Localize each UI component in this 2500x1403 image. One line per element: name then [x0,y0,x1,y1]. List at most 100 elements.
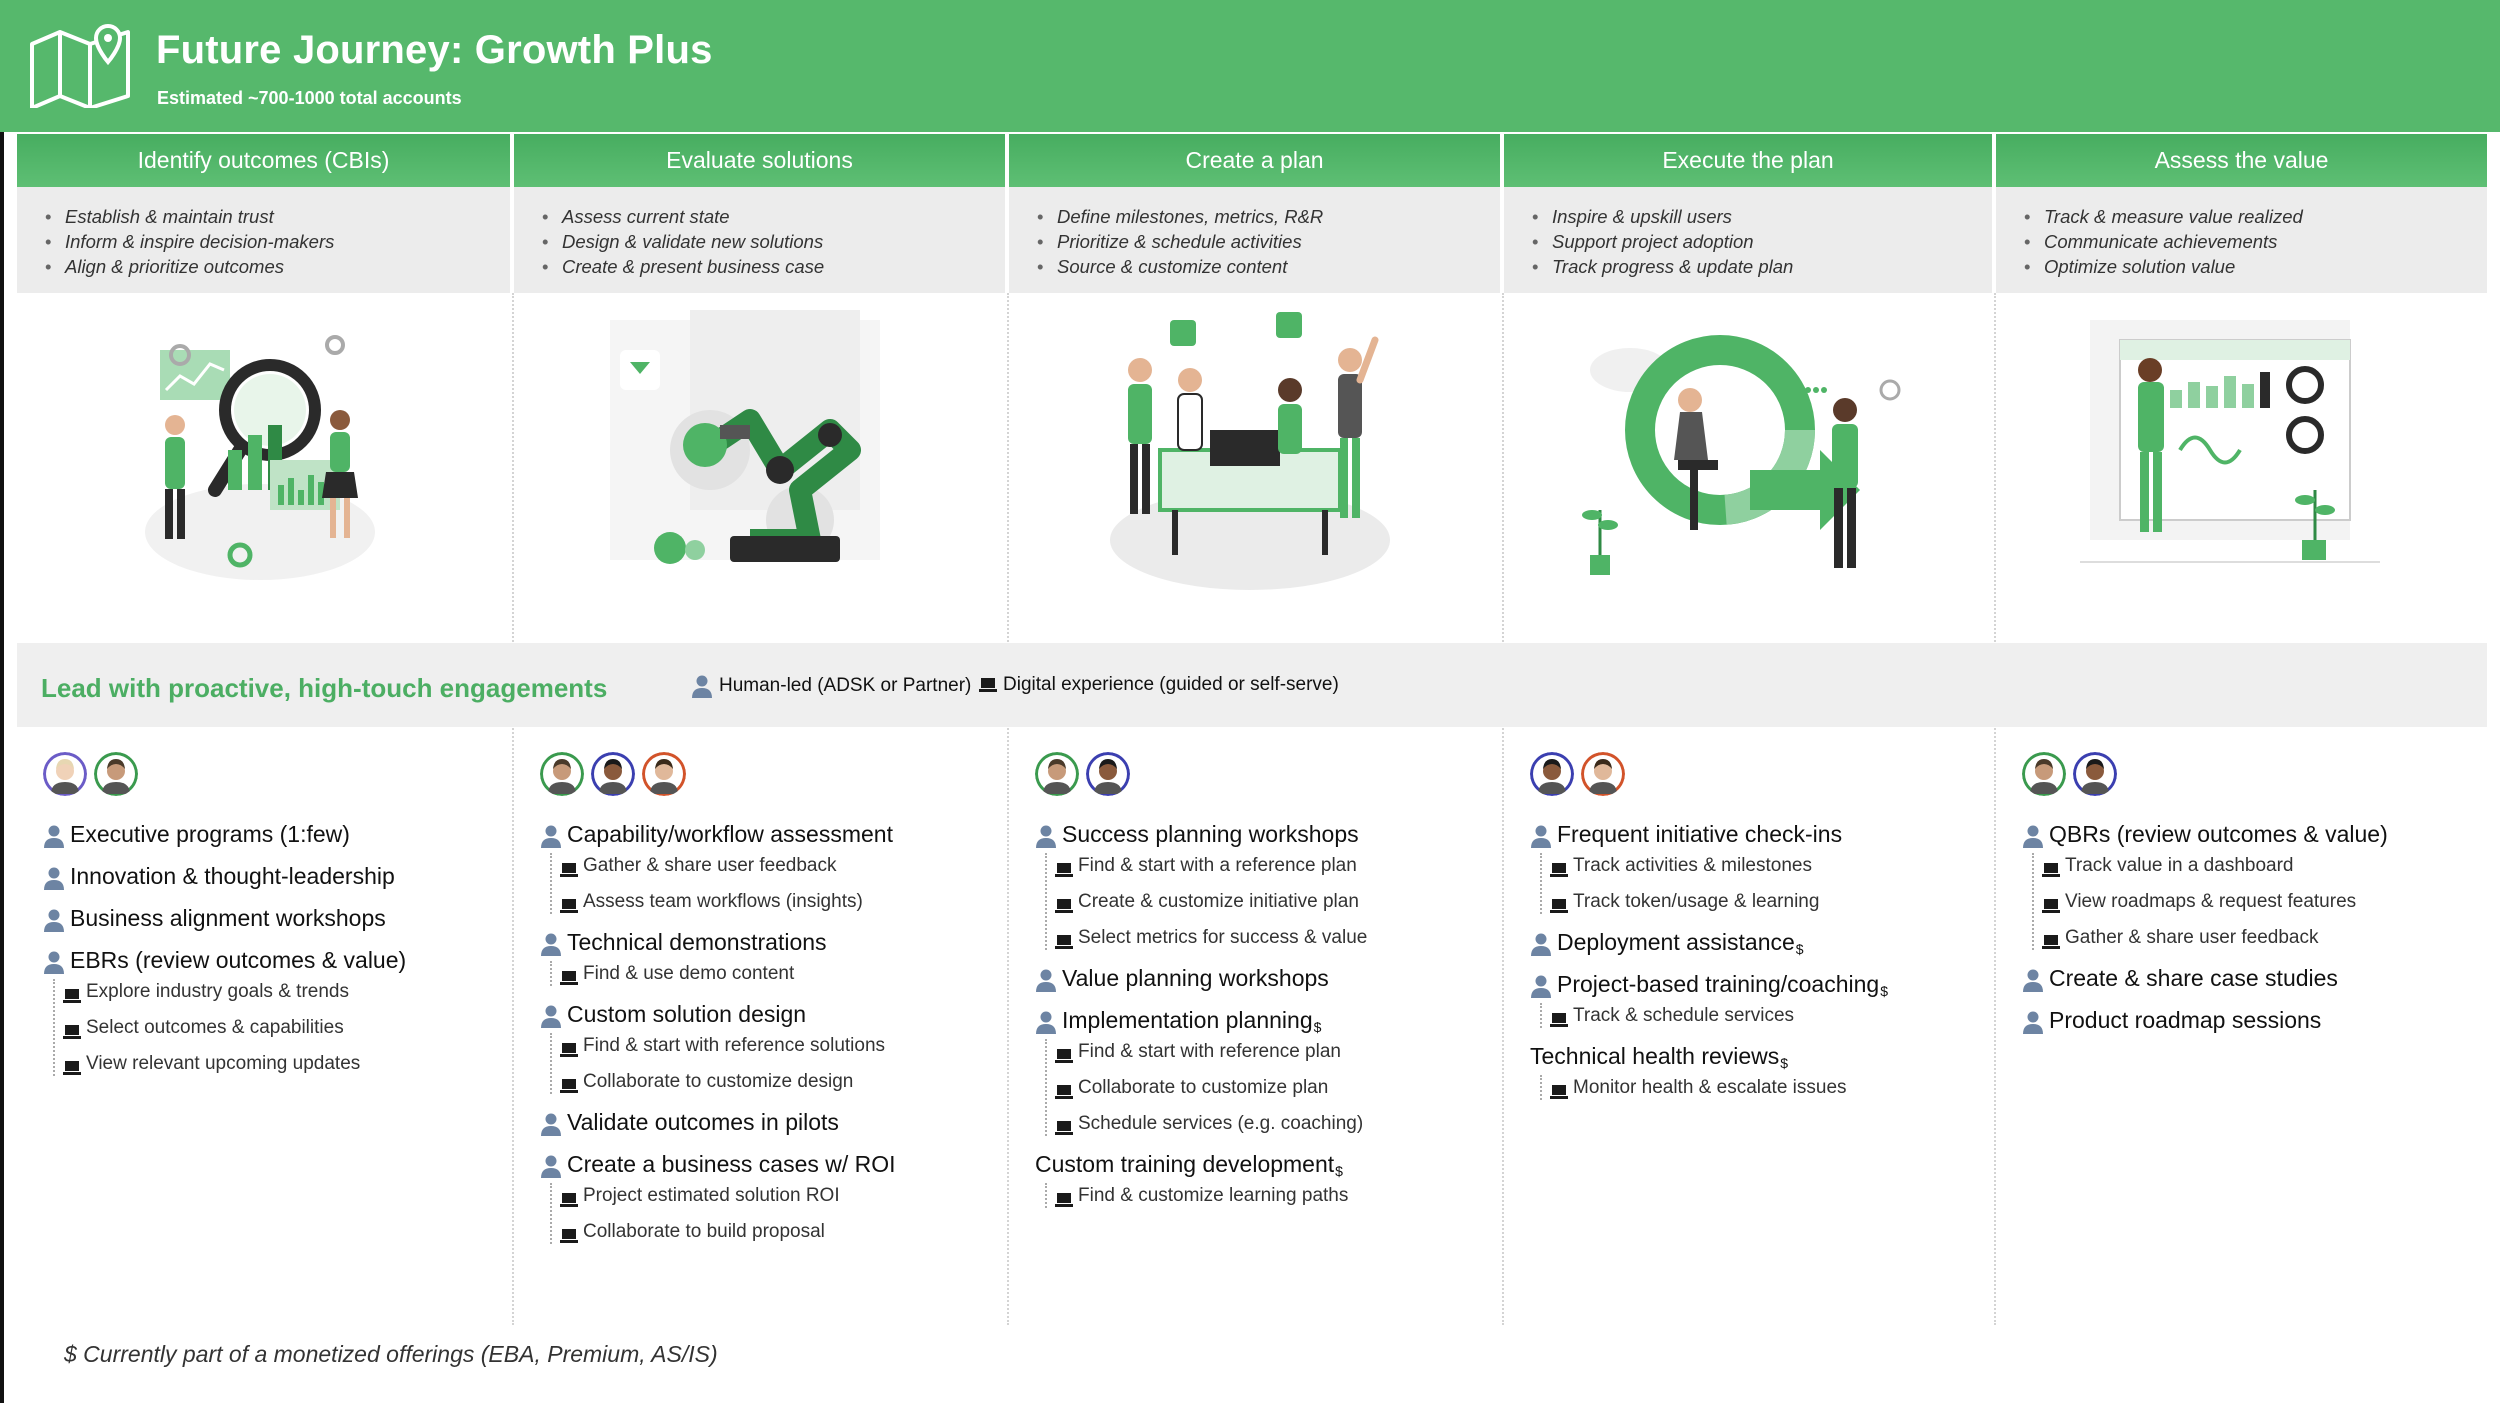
digital-subitem: View relevant upcoming updates [63,1051,507,1076]
digital-subitem: Schedule services (e.g. coaching) [1055,1111,1499,1136]
person-icon [1531,825,1551,848]
laptop-icon [560,863,578,877]
digital-subitem-label: Gather & share user feedback [583,855,837,876]
activity-item: Product roadmap sessions [2022,1006,2486,1034]
activity-label: Executive programs (1:few) [70,821,350,847]
stage-header-assess: Assess the value [1996,134,2487,187]
laptop-icon [560,1079,578,1093]
avatar-group [1530,752,1990,798]
digital-subitem: Project estimated solution ROI [560,1183,1004,1208]
stage-bullets-execute: Inspire & upskill users Support project … [1504,187,1992,293]
person-icon [2023,969,2043,992]
digital-subitem: Select metrics for success & value [1055,925,1499,950]
person-icon [541,1155,561,1178]
legend-human: Human-led (ADSK or Partner) [691,674,971,698]
illustration-analytics [145,335,375,580]
avatar [1086,752,1130,796]
stage-header-evaluate: Evaluate solutions [514,134,1005,187]
laptop-icon [1055,935,1073,949]
activity-item: Implementation planning$Find & start wit… [1035,1006,1499,1136]
activity-item: Create a business cases w/ ROI Project es… [540,1150,1004,1244]
activity-label: Custom solution design [567,1001,807,1027]
person-icon [1036,1011,1056,1034]
laptop-icon [63,1061,81,1075]
person-icon [1036,825,1056,848]
laptop-icon [560,1193,578,1207]
stage-bullets-evaluate: Assess current state Design & validate n… [514,187,1005,293]
digital-subitems: Find & customize learning paths [1045,1183,1499,1208]
digital-subitem-label: Track & schedule services [1573,1005,1795,1026]
activity-line: Value planning workshops [1035,964,1499,992]
digital-subitem: View roadmaps & request features [2042,889,2486,914]
digital-subitem: Gather & share user feedback [560,853,1004,878]
digital-subitem: Track activities & milestones [1550,853,1990,878]
stage-header-execute: Execute the plan [1504,134,1992,187]
activity-item: Innovation & thought-leadership [43,862,507,890]
stage-bullet: Establish & maintain trust [45,204,510,229]
stage-bullets-assess: Track & measure value realized Communica… [1996,187,2487,293]
digital-subitem-label: Collaborate to customize design [583,1071,854,1092]
digital-subitem-label: Explore industry goals & trends [86,981,349,1002]
laptop-icon [1055,1193,1073,1207]
stage-bullet: Inspire & upskill users [1532,204,1992,229]
laptop-icon [63,989,81,1003]
activity-line: Create a business cases w/ ROI [540,1150,1004,1178]
stage-bullet: Source & customize content [1037,254,1500,279]
digital-subitem-label: Find & start with a reference plan [1078,855,1357,876]
digital-subitem: Find & start with a reference plan [1055,853,1499,878]
activity-line: Business alignment workshops [43,904,507,932]
person-icon [2023,1011,2043,1034]
avatar [1035,752,1079,796]
digital-subitem-label: Find & start with reference solutions [583,1035,886,1056]
activity-label: Innovation & thought-leadership [70,863,395,889]
activity-line: Capability/workflow assessment [540,820,1004,848]
stage-bullets-plan: Define milestones, metrics, R&R Prioriti… [1009,187,1500,293]
avatar [540,752,584,796]
monetized-marker: $ [1780,1055,1789,1071]
digital-subitems: Find & use demo content [550,961,1004,986]
laptop-icon [1055,1049,1073,1063]
column-divider [1502,293,1504,1325]
activity-label: Capability/workflow assessment [567,821,893,847]
digital-subitem-label: View relevant upcoming updates [86,1053,361,1074]
activity-line: Custom solution design [540,1000,1004,1028]
digital-subitem: Select outcomes & capabilities [63,1015,507,1040]
page-subtitle: Estimated ~700-1000 total accounts [157,88,462,108]
digital-subitem-label: Collaborate to customize plan [1078,1077,1329,1098]
digital-subitem-label: View roadmaps & request features [2065,891,2357,912]
digital-subitems: Track & schedule services [1540,1003,1990,1028]
avatar-group [1035,752,1499,798]
digital-subitem: Find & customize learning paths [1055,1183,1499,1208]
stage-bullet: Create & present business case [542,254,1005,279]
stage-bullet: Communicate achievements [2024,229,2487,254]
laptop-icon [1550,863,1568,877]
activity-item: Project-based training/coaching$Track & … [1530,970,1990,1028]
laptop-icon [1055,1121,1073,1135]
stage-bullet: Define milestones, metrics, R&R [1037,204,1500,229]
stage-bullet: Optimize solution value [2024,254,2487,279]
activity-line: EBRs (review outcomes & value) [43,946,507,974]
digital-subitem-label: Find & start with reference plan [1078,1041,1341,1062]
avatar [2022,752,2066,796]
activity-line: Technical demonstrations [540,928,1004,956]
stage-bullet: Assess current state [542,204,1005,229]
activity-line: QBRs (review outcomes & value) [2022,820,2486,848]
activity-line: Frequent initiative check-ins [1530,820,1990,848]
digital-subitem: Track & schedule services [1550,1003,1990,1028]
stage-bullets-identify: Establish & maintain trust Inform & insp… [17,187,510,293]
laptop-icon [560,971,578,985]
person-icon [692,675,712,698]
person-icon [541,1005,561,1028]
digital-subitem-label: Monitor health & escalate issues [1573,1077,1847,1098]
column-divider [1994,293,1996,1325]
digital-subitem: Find & start with reference plan [1055,1039,1499,1064]
activity-item: Executive programs (1:few) [43,820,507,848]
digital-subitem: Monitor health & escalate issues [1550,1075,1990,1100]
